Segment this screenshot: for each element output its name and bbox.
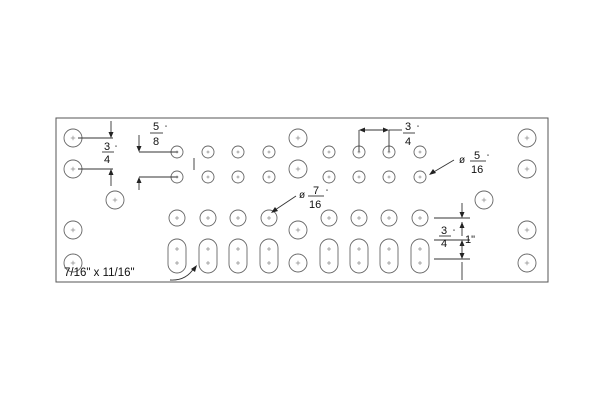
slot-hole <box>410 238 430 274</box>
dim-right-den: 4 <box>441 238 447 250</box>
dim-58-unit: " <box>165 126 167 132</box>
dim-right-unit: " <box>453 230 455 236</box>
slot-hole <box>259 238 279 274</box>
slot-hole <box>228 238 248 274</box>
slot-hole <box>379 238 399 274</box>
callout-dia-7-16: ø 7 16 " <box>271 185 328 213</box>
dim-top-den: 4 <box>405 136 411 148</box>
dia-716-num: 7 <box>313 185 319 197</box>
slot-hole <box>349 238 369 274</box>
dia-716-den: 16 <box>309 199 321 211</box>
dia-516-den: 16 <box>471 164 483 176</box>
dim-58-num: 5 <box>153 121 159 133</box>
slot-hole <box>167 238 187 274</box>
callout-slot: 7/16" x 11/16" <box>64 265 197 281</box>
callout-dia-5-16: ø 5 16 " <box>429 150 489 176</box>
dim-left-den: 4 <box>104 154 110 166</box>
dim-one-inch: 1" <box>465 234 475 246</box>
dim-top-unit: " <box>417 126 419 132</box>
dim-left-unit: " <box>115 146 117 152</box>
dim-right-num: 3 <box>441 225 447 237</box>
dia-716-unit: " <box>326 190 328 196</box>
dim-left-three-quarter: 3 4 " <box>78 121 117 186</box>
dim-top-three-quarter: 3 4 " <box>358 121 419 152</box>
slot-hole <box>319 238 339 274</box>
dim-left-num: 3 <box>104 141 110 153</box>
dim-five-eighths: 5 8 " <box>136 121 195 190</box>
dia-716-prefix: ø <box>299 190 305 201</box>
dia-516-num: 5 <box>474 150 480 162</box>
slot-hole <box>198 238 218 274</box>
dia-516-prefix: ø <box>459 155 465 166</box>
dim-top-num: 3 <box>405 121 411 133</box>
dim-58-den: 8 <box>153 136 159 148</box>
slot-size-label: 7/16" x 11/16" <box>64 267 135 279</box>
dia-516-unit: " <box>487 155 489 161</box>
dim-right-stack: 3 4 " 1" <box>434 203 475 280</box>
